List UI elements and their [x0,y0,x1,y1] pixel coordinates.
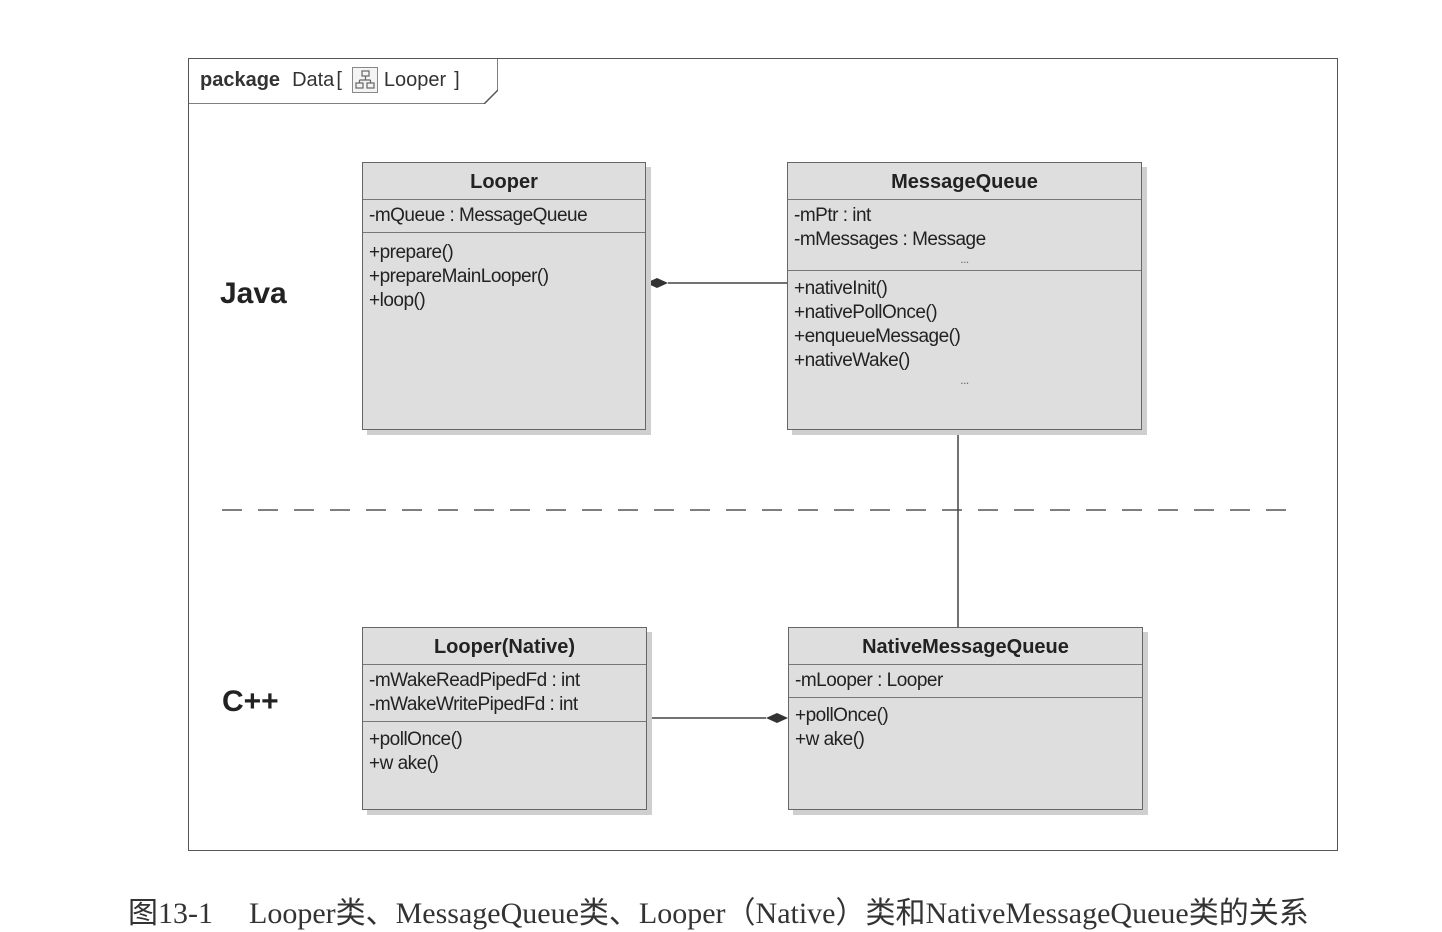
method: +pollOnce() [369,729,463,750]
package-keyword: package [200,68,281,91]
methods-section: +pollOnce() +w ake() [789,698,1142,756]
diagram-name: Looper [383,68,447,91]
method: +nativePollOnce() [794,302,938,323]
methods-section: +pollOnce() +w ake() [363,722,646,780]
class-looper: Looper -mQueue : MessageQueue +prepare()… [362,162,646,430]
java-layer-label: Java [220,277,287,310]
package-header: package Data [ Looper ] [200,66,462,94]
method: +nativeInit() [794,278,888,299]
class-name: Looper [363,163,645,200]
class-looper-native: Looper(Native) -mWakeReadPipedFd : int -… [362,627,647,810]
attributes-section: -mWakeReadPipedFd : int -mWakeWritePiped… [363,665,646,722]
method: +loop() [369,290,426,311]
looper-composition-diamond [646,278,668,288]
method: +prepare() [369,242,454,263]
method-ellipsis: ... [960,373,969,387]
cpp-layer-label: C++ [222,685,279,718]
method: +w ake() [369,753,439,774]
package-name: Data [292,68,335,91]
class-name: NativeMessageQueue [789,628,1142,665]
attribute: -mLooper : Looper [795,670,943,691]
attributes-section: -mLooper : Looper [789,665,1142,698]
package-open-bracket: [ [336,68,342,91]
package-tab [188,58,498,104]
method: +pollOnce() [795,705,889,726]
attributes-section: -mPtr : int -mMessages : Message ... [788,200,1141,271]
methods-section: +prepare() +prepareMainLooper() +loop() [363,233,645,317]
method: +prepareMainLooper() [369,266,549,287]
attribute-ellipsis: ... [960,252,969,266]
method: +w ake() [795,729,865,750]
class-name: Looper(Native) [363,628,646,665]
class-nativemessagequeue: NativeMessageQueue -mLooper : Looper +po… [788,627,1143,810]
attribute: -mQueue : MessageQueue [369,205,588,226]
methods-section: +nativeInit() +nativePollOnce() +enqueue… [788,271,1141,391]
attribute: -mPtr : int [794,205,871,226]
class-messagequeue: MessageQueue -mPtr : int -mMessages : Me… [787,162,1142,430]
attribute: -mWakeWritePipedFd : int [369,694,578,715]
class-diagram-icon [351,67,378,93]
method: +nativeWake() [794,350,910,371]
class-name: MessageQueue [788,163,1141,200]
attribute: -mWakeReadPipedFd : int [369,670,580,691]
figure-caption: 图13-1 Looper类、MessageQueue类、Looper（Native… [128,888,1309,932]
attribute: -mMessages : Message [794,229,986,250]
method: +enqueueMessage() [794,326,961,347]
caption-text: Looper类、MessageQueue类、Looper（Native）类和Na… [249,897,1309,930]
figure-number: 图13-1 [128,897,213,930]
attributes-section: -mQueue : MessageQueue [363,200,645,233]
nativequeue-composition-diamond [766,713,788,723]
package-close-bracket: ] [454,68,460,91]
